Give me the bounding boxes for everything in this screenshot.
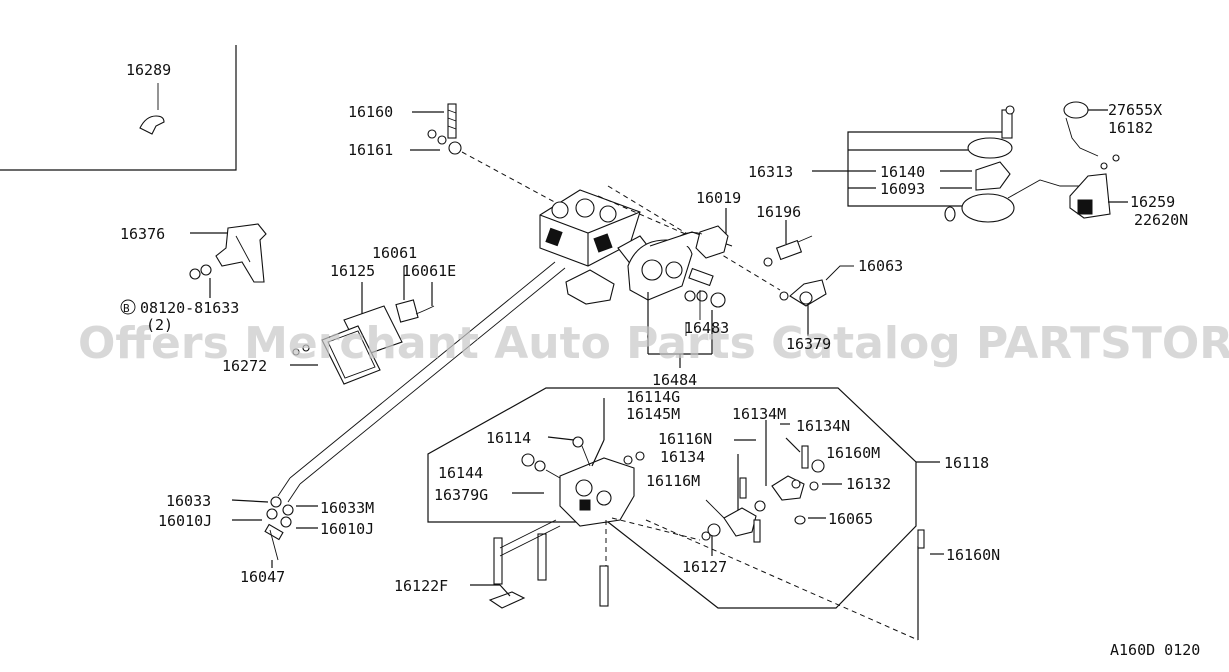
label-16063: 16063 xyxy=(858,257,903,275)
lever-16116M-icon xyxy=(723,507,757,537)
bolt-mark: B xyxy=(123,302,130,315)
label-16065: 16065 xyxy=(828,510,873,528)
label-16134N: 16134N xyxy=(796,417,850,435)
cover-16140-icon xyxy=(967,137,1013,159)
inset-16289 xyxy=(0,45,237,171)
sensor-16061-icon xyxy=(395,299,419,323)
switch-group xyxy=(1063,101,1128,219)
cap-27655X-icon xyxy=(1063,101,1089,119)
choke-16484-group xyxy=(627,231,733,368)
label-16010J-right: 16010J xyxy=(320,520,374,538)
label-qty2: (2) xyxy=(146,316,173,334)
label-16118: 16118 xyxy=(944,454,989,472)
label-16160: 16160 xyxy=(348,103,393,121)
gasket-16379-icon xyxy=(565,269,615,305)
label-16160N: 16160N xyxy=(946,546,1000,564)
label-16116M: 16116M xyxy=(646,472,700,490)
valve-16196-icon xyxy=(775,239,803,261)
label-16134M: 16134M xyxy=(732,405,786,423)
watermark-text: Offers Merchant Auto Parts Catalog PARTS… xyxy=(78,318,1229,369)
label-16061E: 16061E xyxy=(402,262,456,280)
label-16116N: 16116N xyxy=(658,430,712,448)
label-27655X: 27655X xyxy=(1108,101,1162,119)
washer-16161-icon xyxy=(448,141,462,155)
label-16145M: 16145M xyxy=(626,405,680,423)
label-16259: 16259 xyxy=(1130,193,1175,211)
throttle-body-group xyxy=(470,398,944,641)
label-16033: 16033 xyxy=(166,492,211,510)
clip-16289-icon xyxy=(139,115,165,135)
label-16140: 16140 xyxy=(880,163,925,181)
bolt-16122F-icon xyxy=(493,537,503,585)
label-16125: 16125 xyxy=(330,262,375,280)
label-16010J-left: 16010J xyxy=(158,512,212,530)
label-16272: 16272 xyxy=(222,357,267,375)
label-16161: 16161 xyxy=(348,141,393,159)
rod-end-group xyxy=(231,496,318,568)
carburetor-body-group xyxy=(277,185,781,503)
lever-16134M-icon xyxy=(771,475,805,501)
label-16379: 16379 xyxy=(786,335,831,353)
bracket-16376-group xyxy=(189,223,267,298)
spring-16065-icon xyxy=(794,515,806,525)
choke-cover-group xyxy=(812,105,1080,223)
label-16047: 16047 xyxy=(240,568,285,586)
label-16376: 16376 xyxy=(120,225,165,243)
lower-group-outline xyxy=(427,387,940,609)
screw-16160-group xyxy=(410,103,561,206)
solenoid-group xyxy=(679,208,854,336)
label-16484: 16484 xyxy=(652,371,697,389)
linkage-group xyxy=(701,420,842,556)
label-08120: 08120-81633 xyxy=(140,299,239,317)
label-16061: 16061 xyxy=(372,244,417,262)
label-16127: 16127 xyxy=(682,558,727,576)
label-16196: 16196 xyxy=(756,203,801,221)
label-16132: 16132 xyxy=(846,475,891,493)
label-16033M: 16033M xyxy=(320,499,374,517)
diagram-code: A160D 0120 xyxy=(1110,641,1200,659)
rod-16047-icon xyxy=(264,523,284,541)
coil-16093-icon xyxy=(975,161,1011,191)
housing-16313-icon xyxy=(961,193,1015,223)
label-16093: 16093 xyxy=(880,180,925,198)
label-16289: 16289 xyxy=(126,61,171,79)
label-16144: 16144 xyxy=(438,464,483,482)
solenoid-16019-icon xyxy=(695,225,729,259)
throttle-body-icon xyxy=(559,457,635,527)
screw-16114-icon xyxy=(572,436,584,448)
label-16114: 16114 xyxy=(486,429,531,447)
label-16483: 16483 xyxy=(684,319,729,337)
label-16313: 16313 xyxy=(748,163,793,181)
plate-16272-icon xyxy=(321,325,381,385)
bolt-mark-circle xyxy=(120,299,136,315)
label-16122F: 16122F xyxy=(394,577,448,595)
label-16182: 16182 xyxy=(1108,119,1153,137)
label-16019: 16019 xyxy=(696,189,741,207)
label-16379G: 16379G xyxy=(434,486,488,504)
bracket-16376-icon xyxy=(215,223,267,283)
screw-16160N-icon xyxy=(917,529,925,549)
label-16114G: 16114G xyxy=(626,388,680,406)
label-16160M: 16160M xyxy=(826,444,880,462)
cover-16125-group xyxy=(290,266,435,385)
label-16134: 16134 xyxy=(660,448,705,466)
label-22620N: 22620N xyxy=(1134,211,1188,229)
